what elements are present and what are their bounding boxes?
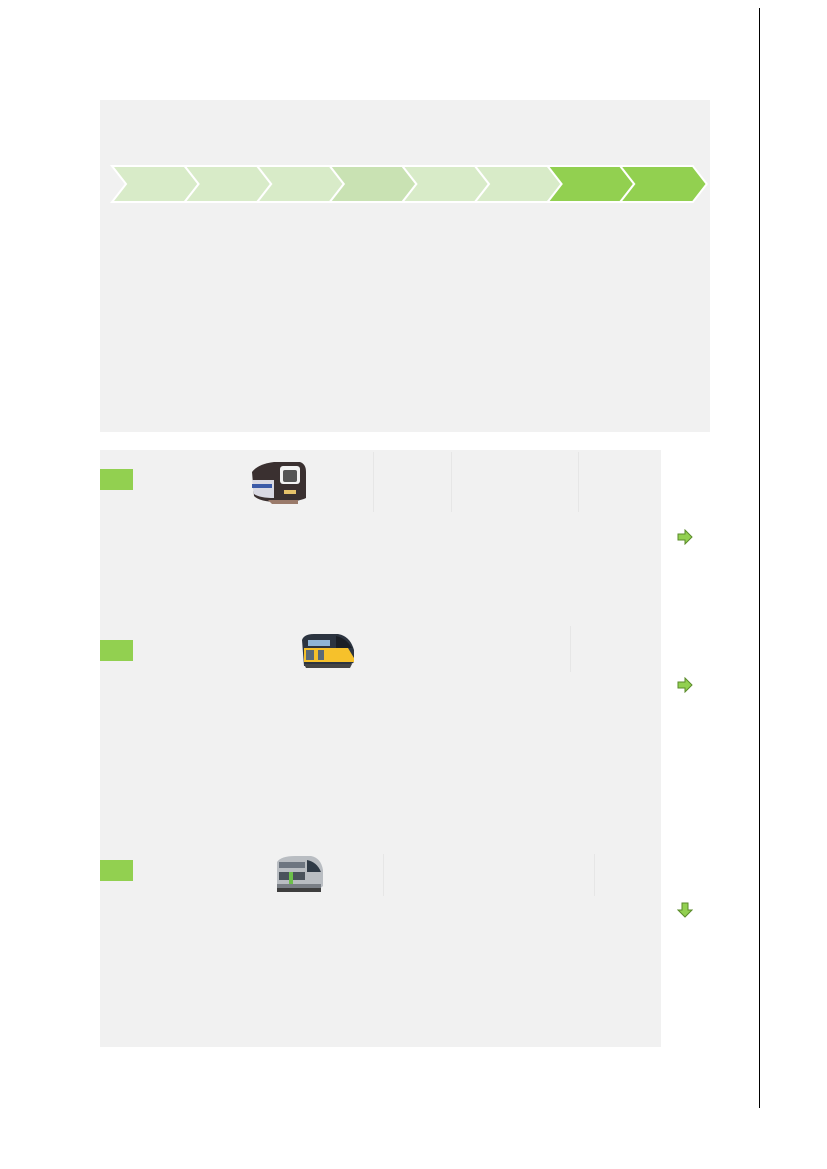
page-divider-line: [759, 8, 760, 1108]
process-step-chevron-2: [182, 165, 273, 203]
process-step-chevron-8: [618, 165, 709, 203]
process-step-chevron-1: [109, 165, 200, 203]
divider-line: [578, 452, 579, 512]
process-step-chevron-7: [545, 165, 636, 203]
divider-line: [570, 626, 571, 672]
train-sections-panel: [100, 450, 661, 1047]
process-step-chevron-4: [327, 165, 418, 203]
process-step-chevron-5: [400, 165, 491, 203]
divider-line: [594, 854, 595, 896]
arrow-down-icon[interactable]: [677, 902, 693, 918]
process-step-chevron-3: [255, 165, 346, 203]
divider-line: [373, 452, 374, 512]
section-marker-2: [100, 640, 133, 661]
process-chevron-bar: [109, 165, 709, 203]
yellow-train-icon: [302, 634, 354, 668]
process-panel: [100, 100, 710, 432]
process-step-chevron-6: [472, 165, 563, 203]
arrow-right-icon[interactable]: [677, 529, 693, 545]
arrow-right-icon[interactable]: [677, 677, 693, 693]
section-marker-3: [100, 860, 133, 881]
divider-line: [451, 452, 452, 512]
grey-train-icon: [277, 856, 323, 892]
section-marker-1: [100, 469, 133, 490]
divider-line: [383, 854, 384, 896]
train-front-icon: [252, 462, 306, 504]
